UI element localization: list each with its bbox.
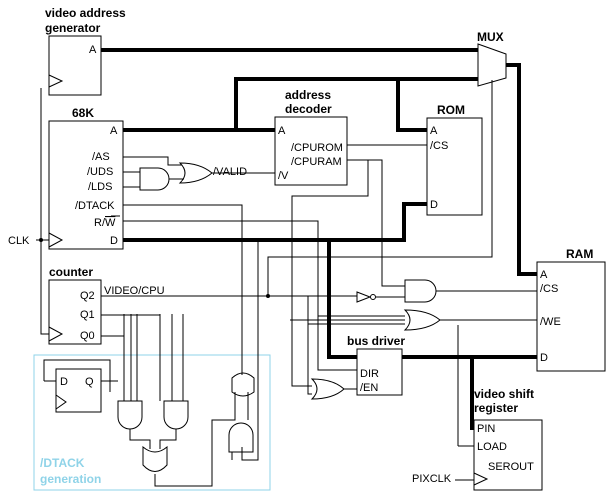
cpu-pin-uds: /UDS — [87, 166, 113, 178]
d-flip-flop: D Q — [55, 368, 102, 413]
cpu-68k: 68K A /AS /UDS /LDS /DTACK R/W D — [48, 106, 124, 250]
cpu-pin-dtack: /DTACK — [75, 200, 115, 212]
ram-pin-we: /WE — [540, 316, 561, 328]
cpu-pin-a: A — [110, 125, 118, 137]
inverter-gate — [356, 291, 372, 303]
rom-pin-cs: /CS — [430, 140, 448, 152]
or-gate-ram-we — [403, 309, 441, 331]
counter: counter Q2 Q1 Q0 — [48, 265, 102, 345]
dtack-region-label-1: /DTACK — [40, 456, 85, 470]
shift-pin-pin: PIN — [477, 423, 495, 435]
dtack-generation-region — [33, 354, 271, 491]
bus-driver-to-cpu-data — [327, 238, 359, 359]
ff-pin-q: Q — [85, 376, 94, 388]
shift-pin-load: LOAD — [477, 441, 507, 453]
counter-pin-q0: Q0 — [80, 330, 95, 342]
cpu-pin-lds: /LDS — [88, 181, 112, 193]
and-gate-uds-lds — [139, 167, 170, 191]
videocpu-label: VIDEO/CPU — [104, 285, 165, 297]
cpu-title: 68K — [72, 106, 94, 120]
or-gate-valid — [178, 162, 213, 184]
and-gate-ram-cs — [404, 279, 437, 303]
or-gate-bus-en — [310, 378, 345, 400]
decoder-pin-a: A — [278, 125, 286, 137]
clk-label: CLK — [8, 235, 30, 247]
bus-driver: bus driver DIR /EN — [347, 334, 405, 396]
dtack-region-label-2: generation — [40, 472, 101, 486]
vag-pin-a: A — [89, 44, 97, 56]
pixclk-label: PIXCLK — [412, 473, 452, 485]
rom-pin-a: A — [430, 125, 438, 137]
shift-title-1: video shift — [474, 387, 534, 401]
busdriver-pin-dir: DIR — [360, 368, 379, 380]
decoder-pin-v: /V — [278, 170, 289, 182]
ff-pin-d: D — [60, 376, 68, 388]
counter-pin-q2: Q2 — [80, 290, 95, 302]
ram-title: RAM — [566, 247, 593, 261]
rom: ROM A /CS D — [426, 103, 483, 216]
and-gate-dtack-2 — [163, 400, 189, 430]
busdriver-pin-en: /EN — [360, 382, 378, 394]
decoder-title-2: decoder — [285, 102, 332, 116]
shift-pin-serout: SEROUT — [488, 461, 534, 473]
decoder-pin-cpurom: /CPUROM — [291, 142, 343, 154]
counter-title: counter — [49, 265, 93, 279]
rom-title: ROM — [437, 103, 465, 117]
decoder-pin-cpuram: /CPURAM — [291, 156, 342, 168]
signal-wires — [36, 80, 537, 487]
and-gate-dtack-out — [228, 422, 254, 453]
mux: MUX — [477, 30, 507, 87]
rom-pin-d: D — [430, 199, 438, 211]
cpu-pin-as: /AS — [92, 151, 110, 163]
counter-pin-q1: Q1 — [80, 309, 95, 321]
vag-title-2: generator — [45, 21, 101, 35]
inverter-bubble — [370, 294, 376, 300]
rom-address-bus — [396, 77, 429, 132]
busdriver-title: bus driver — [347, 334, 405, 348]
cpu-data-bus — [121, 202, 429, 242]
valid-label: /VALID — [213, 166, 247, 178]
address-decoder: address decoder A /CPUROM /CPURAM /V — [274, 88, 348, 186]
ram: RAM A /CS /WE D — [536, 247, 606, 372]
mux-to-ram-address-bus — [504, 63, 539, 276]
ram-pin-a: A — [540, 269, 548, 281]
cpu-pin-rw: R/W — [94, 217, 116, 229]
address-buses — [99, 48, 539, 276]
or-gate-dtack-upper — [231, 372, 255, 397]
mux-title: MUX — [477, 30, 504, 44]
video-address-generator: video address generator A — [45, 6, 126, 96]
shift-title-2: register — [474, 401, 518, 415]
video-shift-register: video shift register PIN LOAD SEROUT — [473, 387, 543, 491]
or-gate-dtack — [142, 445, 168, 472]
ram-pin-cs: /CS — [540, 283, 558, 295]
cpu-pin-d: D — [110, 235, 118, 247]
ram-pin-d: D — [540, 352, 548, 364]
vag-title-1: video address — [45, 6, 126, 20]
decoder-title-1: address — [285, 88, 331, 102]
and-gate-dtack-1 — [117, 400, 143, 430]
